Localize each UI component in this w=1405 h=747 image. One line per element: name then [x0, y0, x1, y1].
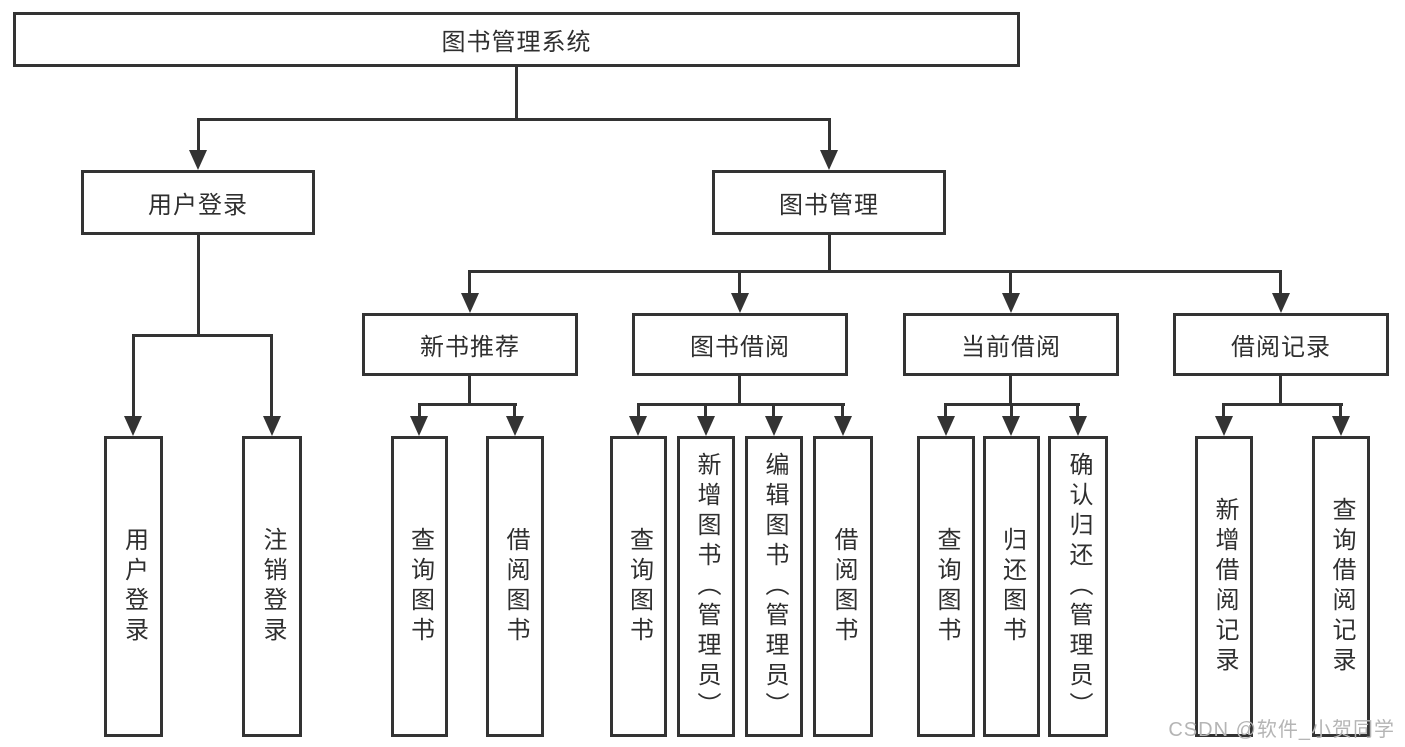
- arrowhead-down-icon: [765, 416, 783, 436]
- node-label: 用户登录: [148, 192, 248, 219]
- leaf-query-borrow-record: 查询借阅记录: [1312, 436, 1370, 737]
- arrowhead-down-icon: [731, 293, 749, 313]
- connector-user-stem: [197, 233, 200, 337]
- arrowhead-down-icon: [263, 416, 281, 436]
- arrowhead-down-icon: [937, 416, 955, 436]
- connector-drop-leaf-user-login: [132, 334, 135, 418]
- connector-groupB-stem: [738, 374, 741, 406]
- connector-drop-user-login: [197, 118, 200, 154]
- connector-user-rail: [132, 334, 273, 337]
- connector-root-stem: [515, 67, 518, 121]
- connector-groupC-stem: [1009, 374, 1012, 406]
- arrowhead-down-icon: [834, 416, 852, 436]
- node-book-management: 图书管理: [712, 170, 946, 235]
- leaf-query-books-3: 查询图书: [917, 436, 975, 737]
- leaf-add-book-admin: 新增图书（管理员）: [677, 436, 735, 737]
- leaf-user-login: 用户登录: [104, 436, 163, 737]
- watermark: CSDN @软件_小贺同学: [1168, 719, 1395, 741]
- arrowhead-down-icon: [697, 416, 715, 436]
- arrowhead-down-icon: [1002, 416, 1020, 436]
- leaf-label: 查询图书: [406, 526, 434, 647]
- leaf-borrow-books-1: 借阅图书: [486, 436, 544, 737]
- leaf-label: 编辑图书（管理员）: [761, 451, 788, 722]
- connector-drop-new-book: [468, 270, 471, 296]
- leaf-add-borrow-record: 新增借阅记录: [1195, 436, 1253, 737]
- node-user-login: 用户登录: [81, 170, 315, 235]
- leaf-label: 确认归还（管理员）: [1065, 451, 1092, 722]
- node-label: 图书管理系统: [441, 29, 592, 56]
- node-label: 借阅记录: [1231, 334, 1331, 361]
- connector-groupD-rail: [1222, 403, 1343, 406]
- leaf-confirm-return-admin: 确认归还（管理员）: [1048, 436, 1108, 737]
- connector-drop-book-borrowing: [738, 270, 741, 296]
- leaf-query-books-1: 查询图书: [391, 436, 448, 737]
- connector-drop-book-management: [828, 118, 831, 154]
- arrowhead-down-icon: [124, 416, 142, 436]
- leaf-label: 借阅图书: [502, 526, 529, 647]
- arrowhead-down-icon: [461, 293, 479, 313]
- node-borrowing-records: 借阅记录: [1173, 313, 1389, 376]
- node-label: 新书推荐: [420, 334, 520, 361]
- leaf-label: 用户登录: [120, 526, 148, 647]
- node-book-borrowing: 图书借阅: [632, 313, 848, 376]
- node-label: 当前借阅: [961, 334, 1061, 361]
- node-current-borrowing: 当前借阅: [903, 313, 1119, 376]
- arrowhead-down-icon: [1272, 293, 1290, 313]
- connector-groupB-rail: [637, 403, 845, 406]
- arrowhead-down-icon: [629, 416, 647, 436]
- leaf-label: 归还图书: [998, 526, 1026, 647]
- leaf-borrow-books-2: 借阅图书: [813, 436, 873, 737]
- arrowhead-down-icon: [1069, 416, 1087, 436]
- leaf-return-books: 归还图书: [983, 436, 1040, 737]
- leaf-label: 查询图书: [933, 526, 960, 647]
- node-library-management-system: 图书管理系统: [13, 12, 1020, 67]
- connector-drop: [418, 403, 421, 418]
- connector-drop: [1076, 403, 1079, 418]
- connector-drop: [704, 403, 707, 418]
- leaf-label: 查询图书: [625, 526, 653, 647]
- connector-drop: [1010, 403, 1013, 418]
- leaf-label: 借阅图书: [830, 526, 857, 647]
- leaf-label: 查询借阅记录: [1328, 496, 1355, 677]
- leaf-edit-book-admin: 编辑图书（管理员）: [745, 436, 803, 737]
- connector-groupA-rail: [418, 403, 517, 406]
- arrowhead-down-icon: [410, 416, 428, 436]
- leaf-label: 新增借阅记录: [1211, 496, 1238, 677]
- arrowhead-down-icon: [1215, 416, 1233, 436]
- connector-drop: [772, 403, 775, 418]
- connector-groupA-stem: [468, 374, 471, 406]
- connector-drop: [1339, 403, 1342, 418]
- connector-drop-borrowing-records: [1279, 270, 1282, 296]
- connector-groupD-stem: [1279, 374, 1282, 406]
- connector-root-rail: [197, 118, 831, 121]
- arrowhead-down-icon: [820, 150, 838, 170]
- connector-drop: [637, 403, 640, 418]
- connector-drop: [1222, 403, 1225, 418]
- connector-drop: [513, 403, 516, 418]
- connector-drop-leaf-logout: [270, 334, 273, 418]
- connector-drop-current-borrowing: [1009, 270, 1012, 296]
- node-label: 图书管理: [779, 192, 879, 219]
- connector-mgmt-stem: [828, 233, 831, 273]
- node-label: 图书借阅: [690, 334, 790, 361]
- connector-drop: [841, 403, 844, 418]
- leaf-label: 注销登录: [259, 526, 286, 647]
- node-new-book-recommend: 新书推荐: [362, 313, 578, 376]
- arrowhead-down-icon: [189, 150, 207, 170]
- connector-mgmt-rail: [468, 270, 1282, 273]
- arrowhead-down-icon: [1332, 416, 1350, 436]
- connector-drop: [944, 403, 947, 418]
- arrowhead-down-icon: [506, 416, 524, 436]
- leaf-logout: 注销登录: [242, 436, 302, 737]
- leaf-label: 新增图书（管理员）: [693, 451, 720, 722]
- arrowhead-down-icon: [1002, 293, 1020, 313]
- leaf-query-books-2: 查询图书: [610, 436, 667, 737]
